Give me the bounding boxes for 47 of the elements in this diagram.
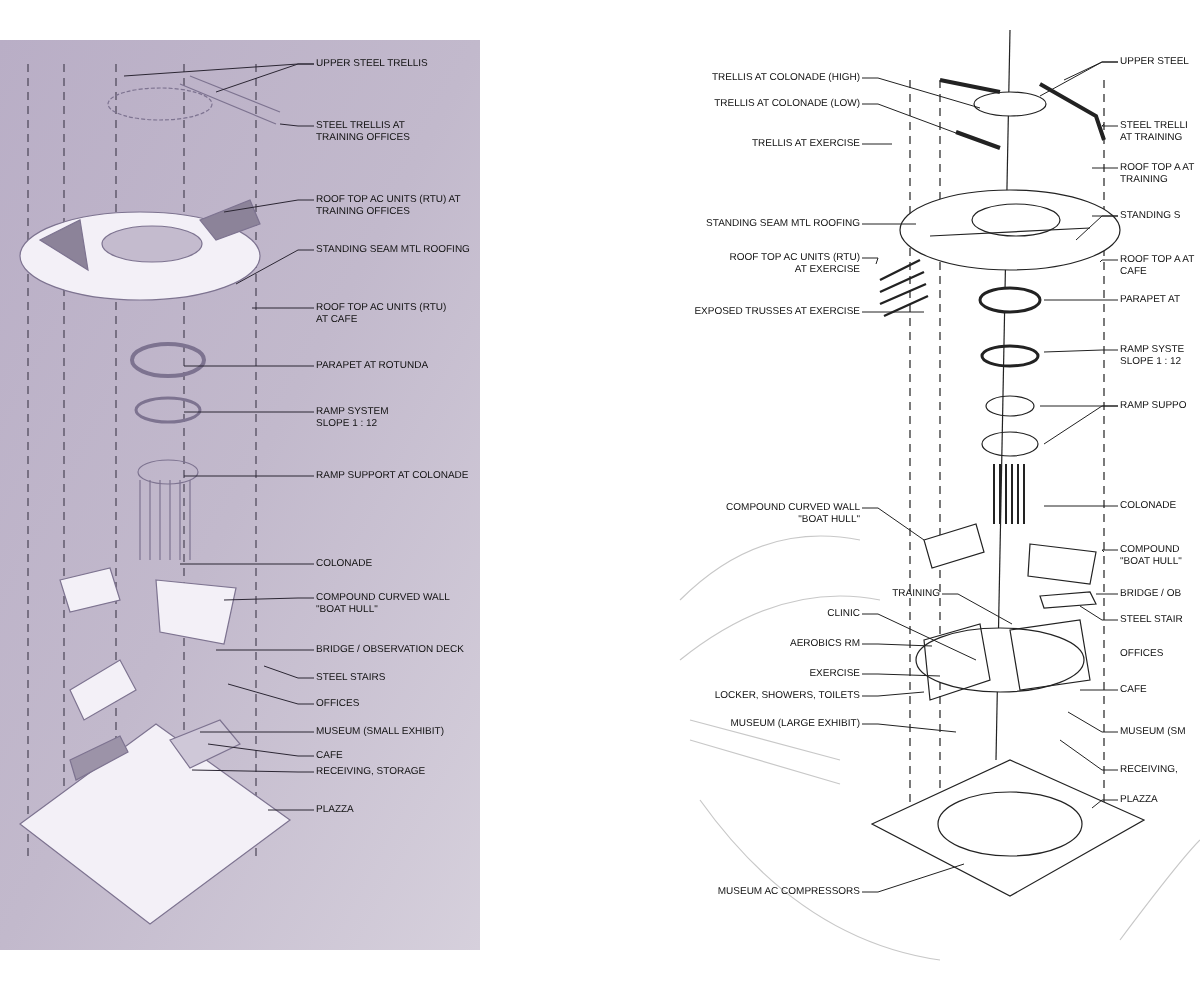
leader-line bbox=[267, 809, 315, 811]
leader-line bbox=[1043, 299, 1119, 301]
leader-line bbox=[191, 769, 315, 773]
leader-line bbox=[1101, 549, 1119, 553]
leader-line bbox=[1079, 689, 1119, 691]
leader-line bbox=[1043, 349, 1119, 353]
leader-line bbox=[179, 563, 315, 565]
leader-line bbox=[1091, 799, 1119, 809]
leader-line bbox=[861, 77, 981, 109]
leader-line bbox=[227, 683, 315, 705]
leader-line bbox=[215, 63, 315, 93]
leader-line bbox=[183, 411, 315, 413]
leader-line bbox=[861, 223, 917, 225]
leader-line bbox=[861, 311, 925, 313]
leader-line bbox=[251, 307, 315, 309]
leader-line bbox=[1075, 215, 1119, 241]
leader-line bbox=[263, 665, 315, 679]
leader-line bbox=[279, 123, 315, 127]
leader-line bbox=[861, 143, 893, 145]
leader-line bbox=[1079, 605, 1119, 621]
leader-line bbox=[1095, 593, 1119, 595]
leader-line bbox=[223, 597, 315, 601]
leader-line bbox=[207, 743, 315, 757]
leader-line bbox=[1039, 61, 1119, 97]
leader-line bbox=[861, 673, 941, 677]
leader-line bbox=[1043, 505, 1119, 507]
leader-line bbox=[861, 643, 933, 647]
leader-line bbox=[861, 507, 925, 541]
leader-line bbox=[215, 649, 315, 651]
leader-line bbox=[235, 249, 315, 285]
leader-line bbox=[1101, 123, 1119, 127]
leader-line bbox=[861, 691, 925, 697]
leader-line bbox=[1067, 711, 1119, 733]
leader-line bbox=[861, 103, 965, 137]
leader-line bbox=[183, 365, 315, 367]
leader-line bbox=[223, 199, 315, 213]
leader-line bbox=[1091, 167, 1119, 169]
leader-line bbox=[861, 723, 957, 733]
leader-line bbox=[1099, 259, 1119, 263]
leader-line bbox=[1043, 405, 1119, 445]
leader-line bbox=[861, 257, 879, 265]
leader-line bbox=[861, 613, 977, 661]
leader-line bbox=[941, 593, 1013, 625]
leader-line bbox=[861, 863, 965, 893]
leader-line bbox=[1059, 739, 1119, 771]
leader-line bbox=[199, 731, 315, 733]
leader-line bbox=[183, 475, 315, 477]
